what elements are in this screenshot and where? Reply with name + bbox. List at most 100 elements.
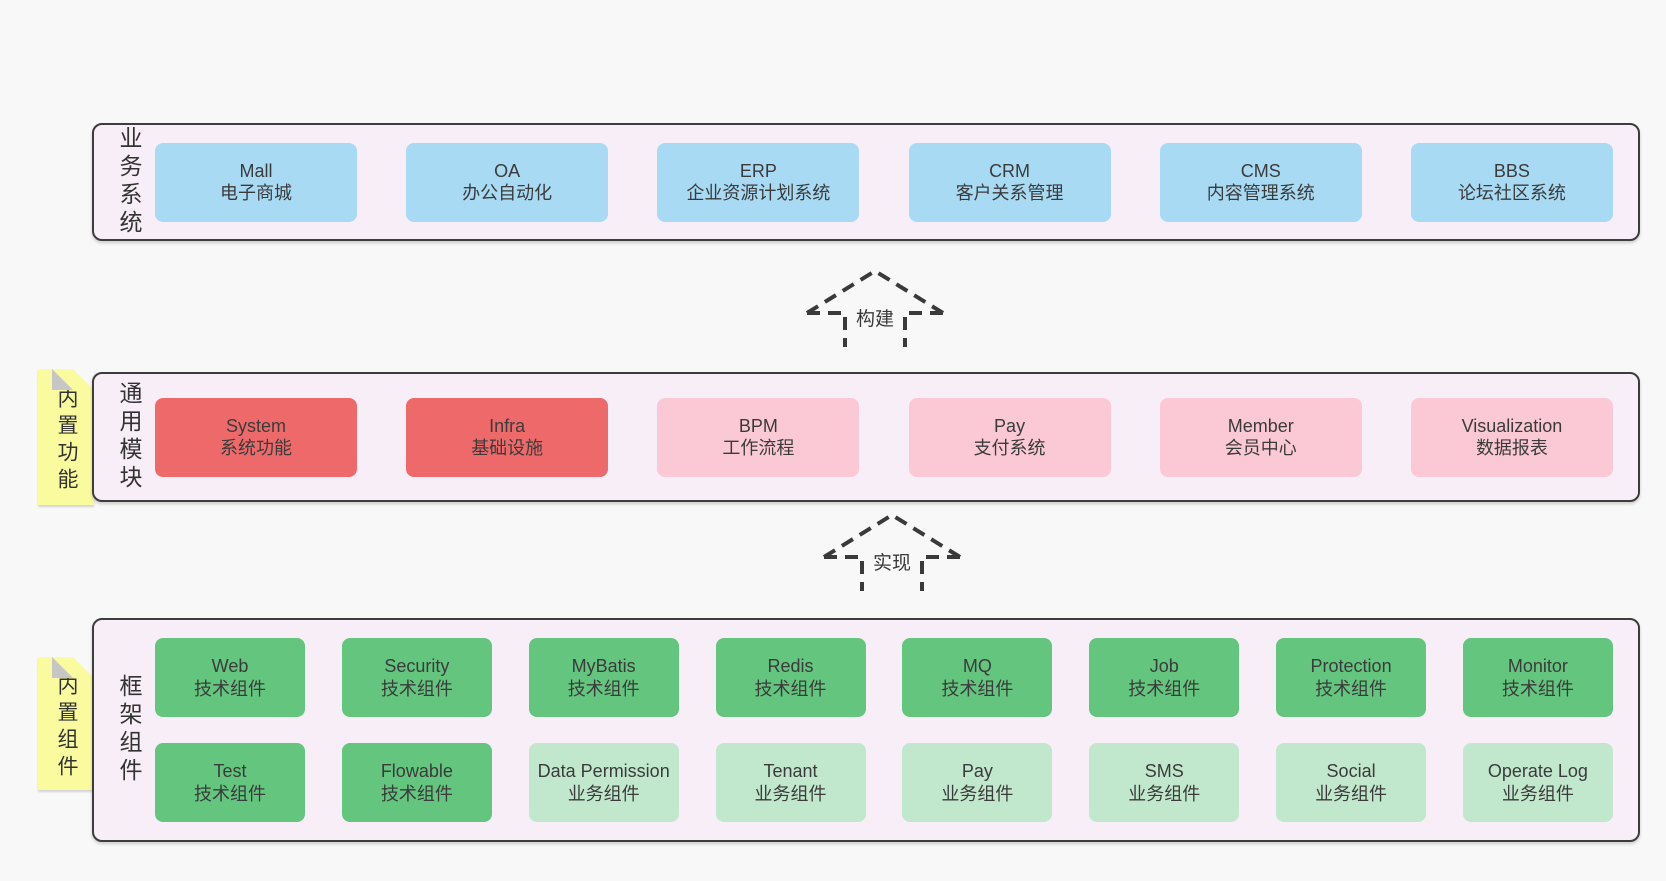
box-erp: ERP 企业资源计划系统 [657,142,860,222]
layer-common-modules: 通用模块 System 系统功能 Infra 基础设施 BPM 工作流程 Pay… [92,372,1640,502]
box-subtitle: 技术组件 [1315,678,1388,699]
box-sms: SMS 业务组件 [1089,743,1240,822]
box-web: Web 技术组件 [155,638,305,717]
box-title: SMS [1144,761,1184,782]
box-title: CMS [1240,160,1281,181]
box-subtitle: 办公自动化 [462,183,553,203]
box-title: Pay [994,415,1026,436]
box-title: Flowable [380,761,453,782]
box-subtitle: 支付系统 [973,438,1046,458]
box-title: Visualization [1461,415,1563,436]
box-job: Job 技术组件 [1089,638,1240,717]
layer-title: 框架组件 [116,674,142,786]
box-subtitle: 技术组件 [1501,678,1574,699]
box-title: Monitor [1507,656,1568,677]
box-bpm: BPM 工作流程 [657,397,860,477]
sticky-note-built-in-features: 内置功能 [38,369,94,505]
box-subtitle: 技术组件 [194,678,266,699]
box-system: System 系统功能 [155,397,357,477]
box-subtitle: 技术组件 [1128,678,1201,699]
arrow-label: 构建 [852,304,898,331]
box-bbs: BBS 论坛社区系统 [1410,142,1613,222]
box-title: ERP [739,160,777,181]
box-title: Social [1326,761,1376,782]
folded-corner-icon [73,369,94,390]
box-title: System [225,415,286,436]
box-mall: Mall 电子商城 [155,142,357,222]
box-subtitle: 技术组件 [194,783,266,804]
box-row: Mall 电子商城 OA 办公自动化 ERP 企业资源计划系统 CRM 客户关系… [155,125,1613,239]
box-subtitle: 内容管理系统 [1206,183,1315,203]
box-title: Mall [239,160,273,181]
sticky-note-built-in-components: 内置组件 [38,657,94,790]
box-subtitle: 系统功能 [220,438,292,458]
box-social: Social 业务组件 [1276,743,1427,822]
box-subtitle: 工作流程 [722,438,795,458]
box-data-permission: Data Permission 业务组件 [528,743,679,822]
up-arrow-implement: 实现 [822,512,962,592]
box-row: Test 技术组件 Flowable 技术组件 Data Permission … [155,743,1613,822]
box-infra: Infra 基础设施 [406,397,609,477]
box-operate-log: Operate Log 业务组件 [1462,743,1613,822]
box-subtitle: 客户关系管理 [955,183,1064,203]
box-subtitle: 基础设施 [471,438,544,458]
box-subtitle: 技术组件 [754,678,827,699]
box-tenant: Tenant 业务组件 [715,743,866,822]
box-grid: Web 技术组件 Security 技术组件 MyBatis 技术组件 Redi… [155,620,1613,840]
box-mq: MQ 技术组件 [902,638,1053,717]
box-subtitle: 技术组件 [380,678,453,699]
box-redis: Redis 技术组件 [715,638,866,717]
arrow-label: 实现 [869,548,915,575]
layer-business-systems: 业务系统 Mall 电子商城 OA 办公自动化 ERP 企业资源计划系统 CRM… [92,123,1640,241]
box-mybatis: MyBatis 技术组件 [528,638,679,717]
dashed-up-arrow-icon [805,268,945,347]
box-title: MyBatis [571,656,636,677]
folded-corner-icon [73,657,94,678]
box-subtitle: 业务组件 [1501,783,1574,804]
box-title: Tenant [763,761,818,782]
layer-title: 业务系统 [116,126,142,238]
box-title: CRM [989,160,1031,181]
box-subtitle: 技术组件 [380,783,453,804]
box-oa: OA 办公自动化 [406,142,609,222]
box-title: BBS [1493,160,1530,181]
box-title: Data Permission [537,761,670,782]
box-subtitle: 数据报表 [1475,438,1548,458]
box-pay-system: Pay 支付系统 [908,397,1111,477]
box-title: Job [1149,656,1179,677]
sticky-label: 内置功能 [55,387,78,495]
box-subtitle: 业务组件 [567,783,640,804]
sticky-label: 内置组件 [55,673,78,782]
box-row: Web 技术组件 Security 技术组件 MyBatis 技术组件 Redi… [155,638,1613,717]
box-visualization: Visualization 数据报表 [1410,397,1613,477]
box-subtitle: 业务组件 [754,783,827,804]
box-monitor: Monitor 技术组件 [1462,638,1613,717]
box-subtitle: 业务组件 [941,783,1014,804]
box-title: MQ [962,656,992,677]
dashed-up-arrow-icon [822,512,962,591]
box-test: Test 技术组件 [155,743,305,822]
box-protection: Protection 技术组件 [1276,638,1427,717]
box-subtitle: 会员中心 [1224,438,1297,458]
box-subtitle: 技术组件 [941,678,1014,699]
box-flowable: Flowable 技术组件 [341,743,492,822]
box-crm: CRM 客户关系管理 [908,142,1111,222]
layer-title: 通用模块 [116,381,142,493]
box-title: Pay [961,761,993,782]
box-title: OA [494,160,521,181]
box-title: Protection [1310,656,1392,677]
box-title: Test [213,761,247,782]
box-title: Redis [767,656,814,677]
box-member: Member 会员中心 [1159,397,1362,477]
box-row: System 系统功能 Infra 基础设施 BPM 工作流程 Pay 支付系统… [155,374,1613,500]
box-subtitle: 企业资源计划系统 [686,183,831,203]
box-title: Operate Log [1487,761,1588,782]
box-title: Web [211,656,249,677]
box-subtitle: 技术组件 [567,678,640,699]
box-subtitle: 业务组件 [1315,783,1388,804]
layer-framework-components: 框架组件 Web 技术组件 Security 技术组件 MyBatis 技术组件… [92,618,1640,842]
box-security: Security 技术组件 [341,638,492,717]
box-cms: CMS 内容管理系统 [1159,142,1362,222]
box-title: Security [384,656,450,677]
